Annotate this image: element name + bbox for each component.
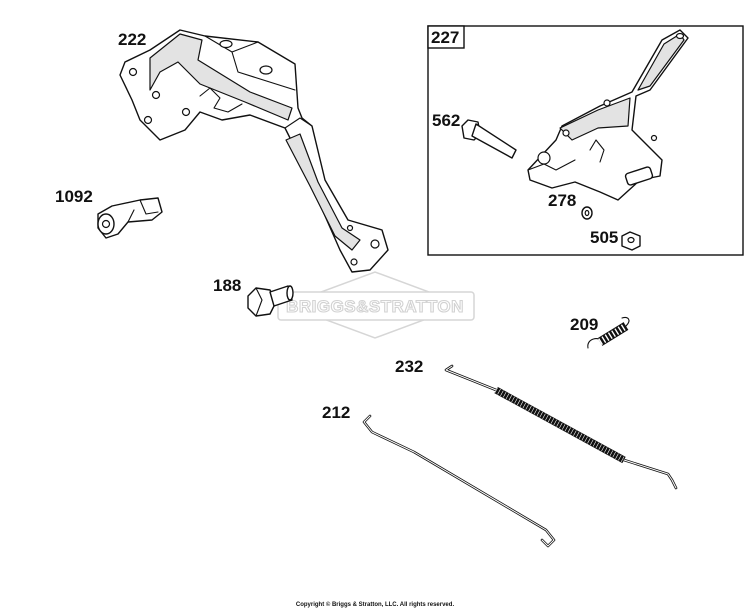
part-209-spring[interactable] <box>587 316 630 349</box>
copyright-text: Copyright © Briggs & Stratton, LLC. All … <box>296 601 455 608</box>
label-188: 188 <box>213 276 241 295</box>
label-222: 222 <box>118 30 146 49</box>
part-562-bolt[interactable] <box>461 119 517 159</box>
part-278-washer[interactable] <box>581 206 593 220</box>
part-505-nut[interactable] <box>621 231 641 251</box>
part-1092-clip[interactable] <box>97 197 163 239</box>
watermark-text: BRIGGS&STRATTON <box>286 297 464 316</box>
label-212: 212 <box>322 403 350 422</box>
part-222-bracket[interactable] <box>119 29 389 273</box>
label-562: 562 <box>432 111 460 130</box>
label-209: 209 <box>570 315 598 334</box>
inset-box-227 <box>427 25 744 256</box>
label-505: 505 <box>590 228 618 247</box>
label-278: 278 <box>548 191 576 210</box>
label-1092: 1092 <box>55 187 93 206</box>
label-232: 232 <box>395 357 423 376</box>
part-212-rod[interactable] <box>362 414 556 548</box>
watermark-logo: BRIGGS&STRATTON <box>277 271 475 339</box>
part-188-bolt[interactable] <box>247 285 294 317</box>
part-227-control-lever[interactable] <box>527 29 689 201</box>
part-232-spring[interactable] <box>444 364 678 490</box>
label-227: 227 <box>431 28 459 47</box>
